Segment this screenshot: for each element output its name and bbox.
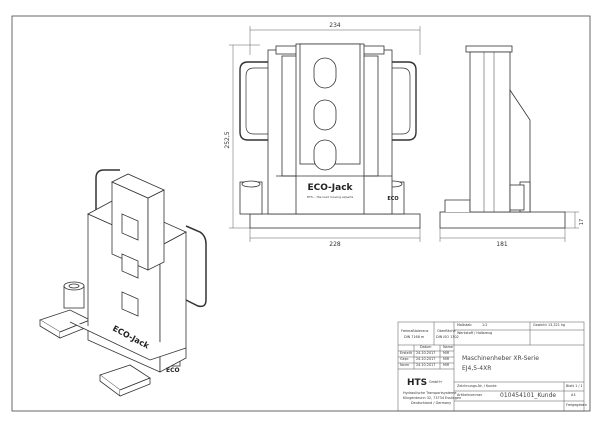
tb-date-header: Datum <box>420 345 432 349</box>
tb-article-value: 010454101_Kunde <box>500 392 557 399</box>
tb-name-1: MiR <box>443 357 450 361</box>
dim-front-height: 252,5 <box>224 131 231 148</box>
front-logo: ECO-Jack <box>307 183 353 193</box>
front-base-label: ECO <box>387 196 398 202</box>
company-line2: Klingenbrunn 32, 73734 Esslingen <box>403 396 462 400</box>
dim-front-width-bottom: 228 <box>329 241 341 248</box>
iso-base-label: ECO <box>166 367 180 374</box>
tb-material-label: Werkstoff / Halbzeug <box>457 331 493 335</box>
dim-front-width-top: 234 <box>329 22 341 29</box>
company-line3: Deutschland / Germany <box>411 401 452 405</box>
tb-tolerance-std: DIN 7168 m <box>404 335 425 339</box>
tb-drawing-no-label: Zeichnungs-Nr. / Kunde <box>457 384 497 388</box>
tb-surface-std: DIN ISO 1302 <box>436 335 459 339</box>
tb-name-0: MiR <box>443 351 450 355</box>
tb-tolerance-label: Freimaßtoleranz <box>401 329 429 333</box>
tb-date-2: 24.10.2017 <box>416 363 436 367</box>
dim-side-width: 181 <box>496 241 508 248</box>
tb-format: A3 <box>571 393 576 397</box>
tb-row-label-2: Norm <box>400 363 410 367</box>
tb-name-2: MiR <box>443 363 450 367</box>
tb-scale-value: 1:2 <box>482 323 488 327</box>
tb-date-1: 24.10.2017 <box>416 357 436 361</box>
tb-sheet-label: Blatt 1 / 1 <box>566 384 583 388</box>
tb-surface-label: Oberfläche <box>437 329 456 333</box>
tb-row-label-0: Erstellt <box>400 351 412 355</box>
tb-row-label-1: Gepr. <box>400 357 410 361</box>
front-tagline: HTS... the load moving experts <box>307 195 354 199</box>
tb-scale-label: Maßstab <box>457 323 472 327</box>
front-view <box>229 26 421 229</box>
isometric-view <box>39 169 207 397</box>
tb-article-label: Artikelnummer <box>457 393 483 397</box>
tb-title-line2: EJ4,5-4XR <box>462 365 492 372</box>
company-suffix: GmbH+ <box>429 380 443 384</box>
company-logo: HTS <box>407 378 428 388</box>
dim-side-base: 17 <box>579 219 585 225</box>
sheet-border <box>11 15 591 412</box>
tb-title-line1: Maschinenheber XR-Serie <box>462 355 539 362</box>
tb-date-0: 24.10.2017 <box>416 351 436 355</box>
tb-weight-label: Gewicht <box>533 323 547 327</box>
tb-name-header: Name <box>443 345 454 349</box>
company-line1: Hydraulische Transportsysteme <box>403 391 457 395</box>
side-view <box>439 45 579 242</box>
title-block <box>397 321 585 412</box>
tb-release: Freigegeben <box>566 403 587 407</box>
dim-228 <box>249 228 421 242</box>
tb-weight-value: 13,321 kg <box>548 323 566 327</box>
